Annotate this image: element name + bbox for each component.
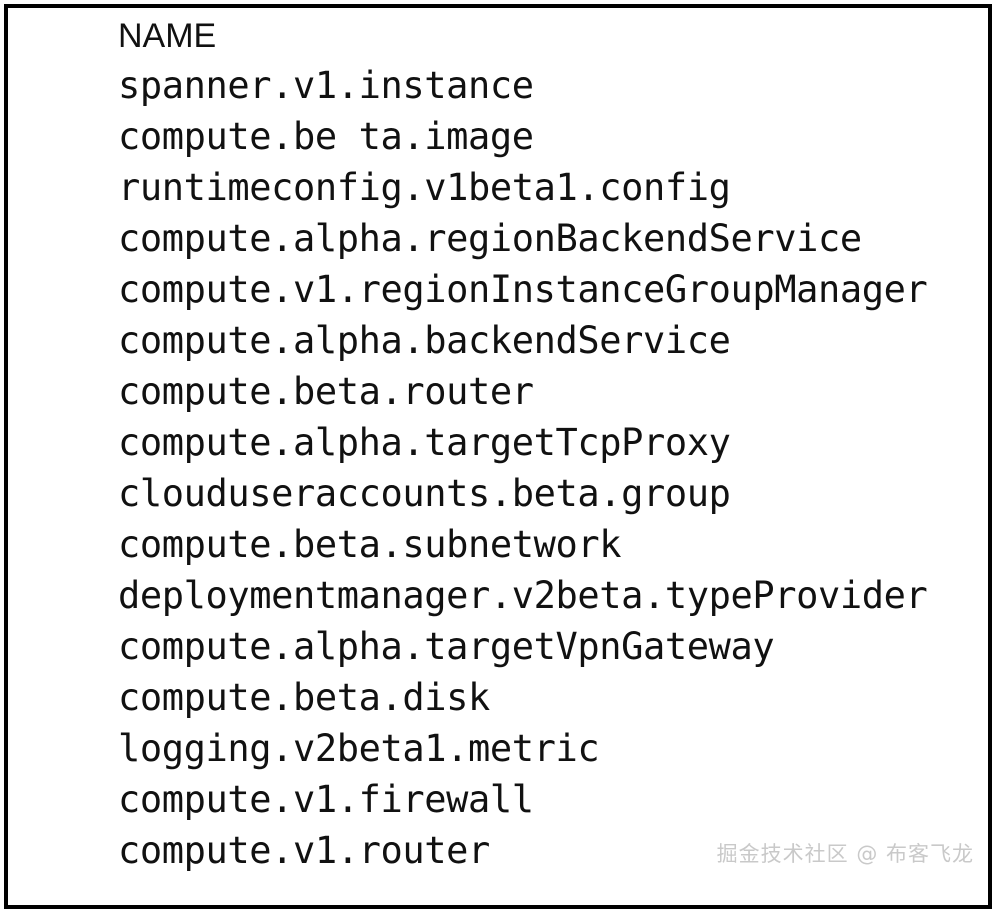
terminal-output-body: NAME spanner.v1.instance compute.be ta.i… bbox=[118, 12, 978, 909]
resource-row: deploymentmanager.v2beta.typeProvider bbox=[118, 574, 928, 617]
watermark-text: 掘金技术社区 @ 布客飞龙 bbox=[716, 842, 974, 866]
truncation-indicator: ...... bbox=[118, 877, 276, 909]
resource-row: logging.v2beta1.metric bbox=[118, 727, 600, 770]
resource-row: compute.alpha.regionBackendService bbox=[118, 217, 862, 260]
resource-row: compute.beta.router bbox=[118, 370, 534, 413]
resource-row: compute.be ta.image bbox=[118, 115, 534, 158]
resource-row: compute.alpha.targetTcpProxy bbox=[118, 421, 731, 464]
resource-row: clouduseraccounts.beta.group bbox=[118, 472, 731, 515]
resource-row: compute.v1.router bbox=[118, 829, 490, 872]
resource-row: compute.alpha.targetVpnGateway bbox=[118, 625, 775, 668]
resource-row: compute.beta.subnetwork bbox=[118, 523, 622, 566]
resource-row: runtimeconfig.v1beta1.config bbox=[118, 166, 731, 209]
resource-row: compute.beta.disk bbox=[118, 676, 490, 719]
resource-row: compute.alpha.backendService bbox=[118, 319, 731, 362]
column-header-name: NAME bbox=[118, 17, 217, 55]
terminal-output-frame: NAME spanner.v1.instance compute.be ta.i… bbox=[4, 4, 992, 909]
resource-row: compute.v1.regionInstanceGroupManager bbox=[118, 268, 928, 311]
resource-row: spanner.v1.instance bbox=[118, 64, 534, 107]
resource-row: compute.v1.firewall bbox=[118, 778, 534, 821]
